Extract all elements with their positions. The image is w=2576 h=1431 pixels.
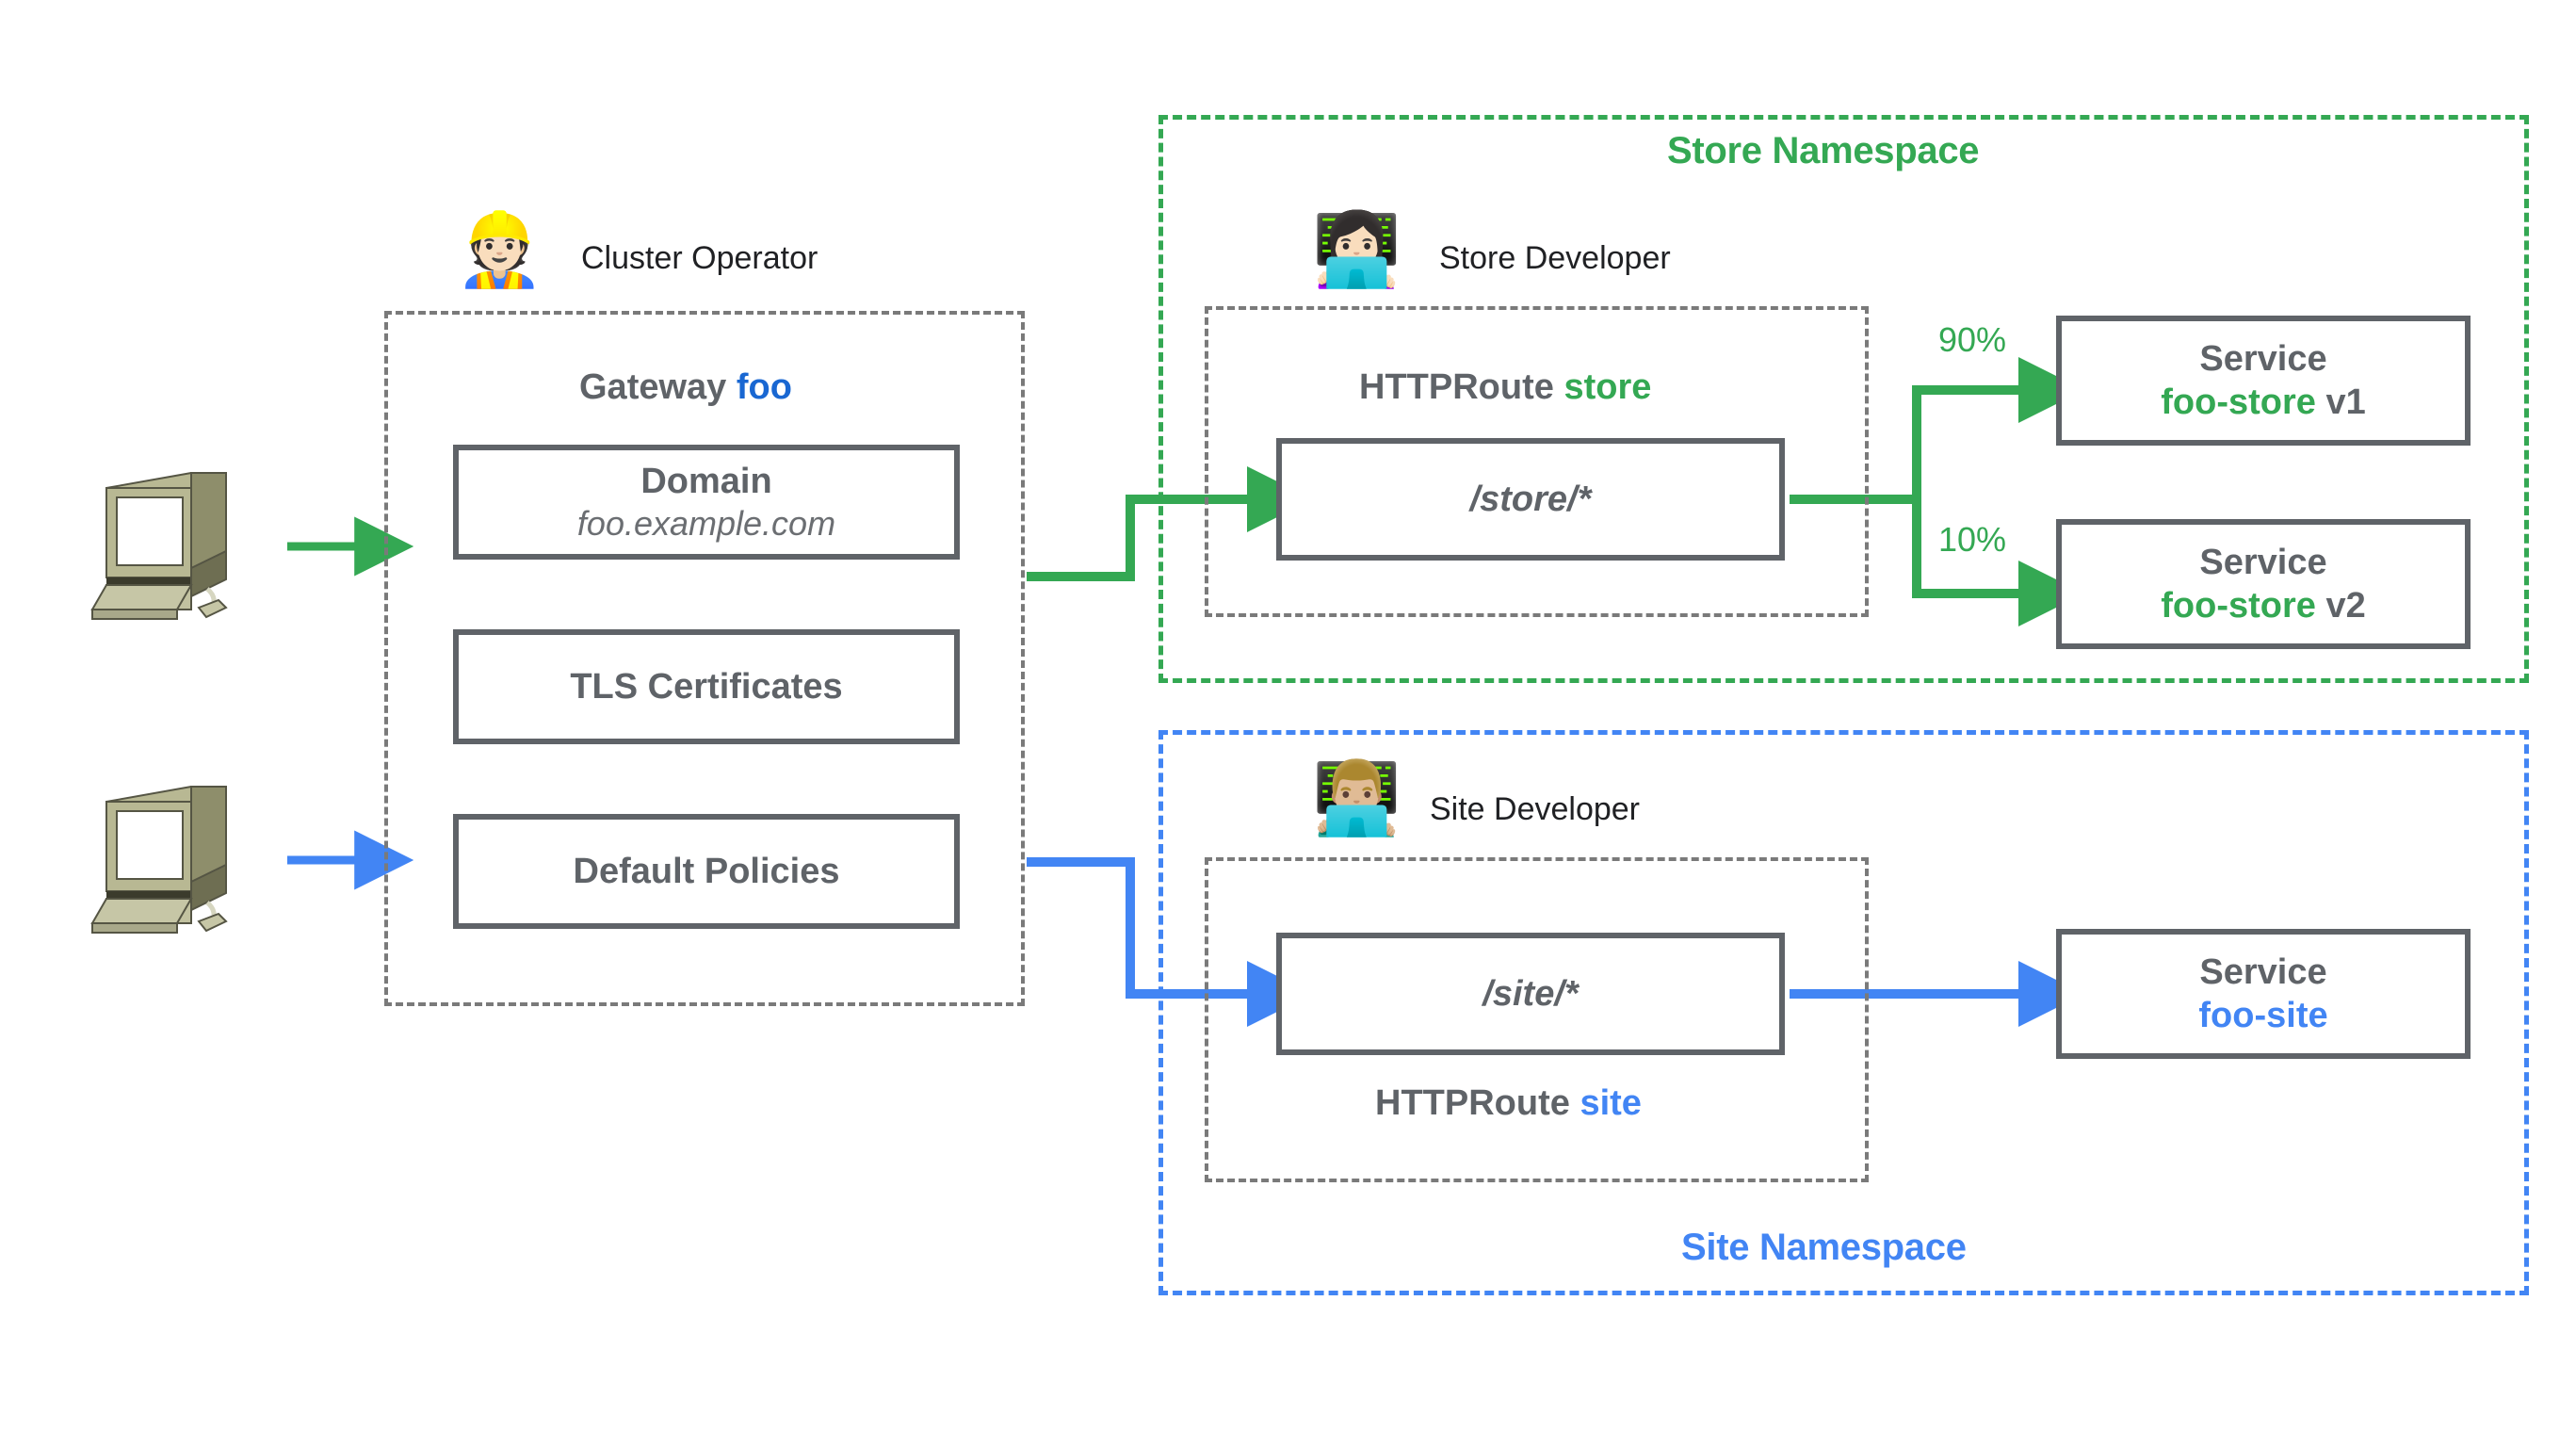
service-foo-store-v2[interactable]: Service foo-store v2: [2056, 519, 2471, 649]
site-route-path-box[interactable]: /site/*: [1276, 933, 1785, 1055]
gateway-item-default-policies-title: Default Policies: [573, 851, 840, 891]
store-namespace-container: [1158, 115, 2529, 683]
service-foo-site-name: foo-site: [2198, 996, 2328, 1035]
store-route-heading-accent: store: [1563, 367, 1652, 407]
store-backend-v1-weight: 90%: [1938, 320, 2007, 359]
service-foo-store-v1[interactable]: Service foo-store v1: [2056, 316, 2471, 446]
store-route-path: /store/*: [1469, 479, 1592, 519]
gateway-item-tls-certificates[interactable]: TLS Certificates: [453, 629, 960, 744]
gateway-item-domain-subtitle: foo.example.com: [576, 504, 836, 544]
store-backend-v2-weight: 10%: [1938, 520, 2007, 559]
service-foo-site-name-line: foo-site: [2198, 994, 2327, 1037]
client-computer-green: [90, 472, 228, 620]
site-developer-label: Site Developer: [1430, 791, 1641, 827]
woman-laptop-icon: 👩🏻‍💻: [1312, 210, 1401, 290]
gateway-item-domain[interactable]: Domain foo.example.com: [453, 445, 960, 560]
service-foo-store-v2-version: v2: [2325, 586, 2366, 626]
service-foo-store-v2-name: foo-store: [2161, 586, 2316, 626]
gateway-heading-prefix: Gateway: [579, 367, 727, 407]
site-route-heading-prefix: HTTPRoute: [1375, 1083, 1570, 1123]
client-computer-blue: [90, 786, 228, 934]
gateway-item-default-policies[interactable]: Default Policies: [453, 814, 960, 929]
service-foo-store-v2-title: Service: [2199, 542, 2327, 582]
service-foo-store-v1-name: foo-store: [2161, 382, 2316, 422]
service-foo-store-v1-version: v1: [2325, 382, 2366, 422]
site-route-path: /site/*: [1482, 973, 1579, 1014]
gateway-container: [384, 311, 1025, 1006]
store-route-heading-prefix: HTTPRoute: [1359, 367, 1554, 407]
store-namespace-label: Store Namespace: [1667, 130, 1980, 171]
cluster-operator-label: Cluster Operator: [581, 240, 818, 276]
mechanic-person-icon: 👷🏻: [455, 210, 544, 290]
site-route-container: [1205, 857, 1869, 1182]
site-route-heading-accent: site: [1580, 1083, 1642, 1123]
store-route-path-box[interactable]: /store/*: [1276, 438, 1785, 561]
site-namespace-label: Site Namespace: [1681, 1227, 1967, 1268]
gateway-item-tls-certificates-title: TLS Certificates: [570, 666, 843, 707]
site-namespace-container: [1158, 730, 2529, 1295]
site-route-heading: HTTPRoute site: [1375, 1083, 1642, 1124]
store-route-container: [1205, 306, 1869, 617]
gateway-heading: Gateway foo: [579, 367, 792, 408]
service-foo-site[interactable]: Service foo-site: [2056, 929, 2471, 1059]
store-route-heading: HTTPRoute store: [1359, 367, 1651, 408]
service-foo-site-title: Service: [2199, 951, 2327, 992]
service-foo-store-v1-name-line: foo-store v1: [2161, 381, 2366, 424]
gateway-heading-accent: foo: [736, 367, 792, 407]
man-laptop-icon: 👨🏼‍💻: [1312, 758, 1401, 838]
gateway-item-domain-title: Domain: [640, 461, 772, 501]
service-foo-store-v1-title: Service: [2199, 338, 2327, 379]
service-foo-store-v2-name-line: foo-store v2: [2161, 584, 2366, 627]
store-developer-label: Store Developer: [1439, 240, 1671, 276]
